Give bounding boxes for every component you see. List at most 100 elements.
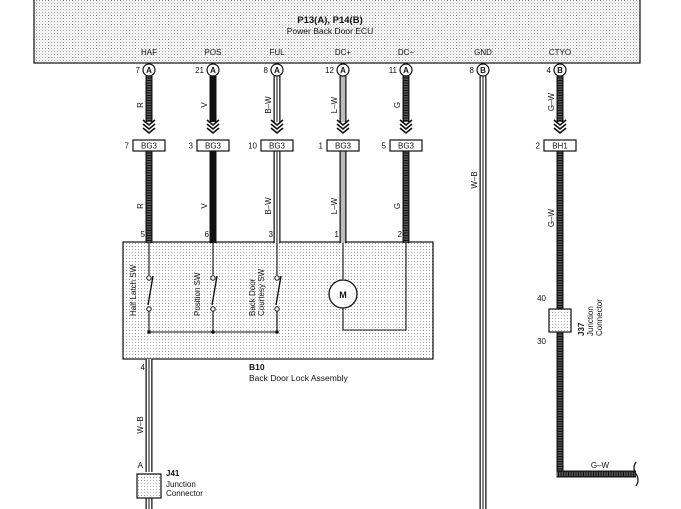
ctyo-connector-pin: 2 xyxy=(536,142,541,151)
wire-color-top-2: V xyxy=(200,102,209,108)
assembly-pin-2: 6 xyxy=(205,230,210,239)
assembly-pin-5: 2 xyxy=(398,230,403,239)
svg-text:Half Latch SW: Half Latch SW xyxy=(129,264,138,316)
assembly-out-pin: 4 xyxy=(141,363,146,372)
assembly-pin-3: 3 xyxy=(269,230,274,239)
ctyo-connector xyxy=(543,139,577,152)
wire-chevrons-4 xyxy=(336,119,350,135)
j41-box xyxy=(136,473,162,499)
ecu-pin-circle-5 xyxy=(399,63,413,77)
connector-1 xyxy=(132,139,166,152)
ecu-pin-num-6: 8 xyxy=(470,66,475,75)
assembly-name: Back Door Lock Assembly xyxy=(249,373,348,383)
wire-color-top-5: G xyxy=(393,102,402,108)
back-door-lock-assembly-box xyxy=(122,241,434,360)
motor-lead-bottom xyxy=(342,243,407,331)
ctyo-color-mid: G–W xyxy=(547,208,556,227)
ecu-pin-num-2: 21 xyxy=(195,66,204,75)
switch-blade-2 xyxy=(211,275,218,306)
connector-4 xyxy=(326,139,360,152)
connector-5 xyxy=(389,139,423,152)
ecu-pin-name-5: DC− xyxy=(398,48,415,57)
connector-2-pin: 3 xyxy=(189,142,194,151)
switch-blade-3 xyxy=(275,275,282,306)
ecu-pin-circle-4 xyxy=(336,63,350,77)
j37-code: J37 xyxy=(577,322,586,336)
ecu-pin-num-1: 7 xyxy=(136,66,141,75)
connector-2-label: BG3 xyxy=(205,142,222,151)
ecu-pin-circle-4-letter: A xyxy=(340,66,346,75)
switch-contact-bottom-1 xyxy=(146,306,152,312)
svg-text:Connector: Connector xyxy=(595,299,604,336)
connector-3 xyxy=(260,139,294,152)
wire-chevrons-2 xyxy=(206,119,220,135)
ecu-pin-circle-2 xyxy=(206,63,220,77)
connector-5-pin: 5 xyxy=(382,142,387,151)
assembly-code: B10 xyxy=(249,362,265,372)
ecu-box xyxy=(33,0,641,64)
ctyo-connector-label: BH1 xyxy=(552,142,568,151)
svg-text:Connector: Connector xyxy=(166,489,203,498)
connector-3-pin: 10 xyxy=(248,142,257,151)
j41-pin: A xyxy=(138,461,144,470)
assembly-pin-4: 1 xyxy=(335,230,340,239)
wire-color-bottom-5: G xyxy=(393,203,402,209)
ecu-pin-circle-6-letter: B xyxy=(480,66,486,75)
svg-text:Position SW: Position SW xyxy=(193,272,202,316)
ecu-pin-num-7: 4 xyxy=(547,66,552,75)
switch-contact-bottom-2 xyxy=(210,306,216,312)
ecu-pin-circle-6 xyxy=(476,63,490,77)
switch-contact-top-2 xyxy=(210,275,216,281)
wire-color-top-1: R xyxy=(136,102,145,108)
assembly-pin-1: 5 xyxy=(141,230,146,239)
svg-text:Back Door: Back Door xyxy=(248,278,257,316)
ctyo-chevrons xyxy=(553,119,567,135)
ecu-pin-circle-1-letter: A xyxy=(146,66,152,75)
switch-junction-dot-3 xyxy=(275,330,279,334)
svg-text:Courtesy SW: Courtesy SW xyxy=(257,268,266,316)
ecu-pin-name-3: FUL xyxy=(269,48,285,57)
wire-color-bottom-1: R xyxy=(136,203,145,209)
wire-chevrons-1 xyxy=(142,119,156,135)
wire-chevrons-3 xyxy=(270,119,284,135)
switch-contact-top-3 xyxy=(274,275,280,281)
ecu-name: Power Back Door ECU xyxy=(287,26,373,36)
wire-color-top-3: B–W xyxy=(264,96,273,114)
ecu-pin-num-3: 8 xyxy=(264,66,269,75)
motor-letter: M xyxy=(339,290,347,300)
ctyo-color-top: G–W xyxy=(547,92,556,111)
j41-code: J41 xyxy=(166,469,180,478)
ecu-pin-name-2: POS xyxy=(205,48,222,57)
switch-junction-dot-1 xyxy=(147,330,151,334)
switch-label-2: Position SW xyxy=(193,272,202,316)
assembly-out-wire-color: W–B xyxy=(136,416,145,433)
ecu-pin-circle-3 xyxy=(270,63,284,77)
ecu-pin-circle-7 xyxy=(553,63,567,77)
wire-chevrons-5 xyxy=(399,119,413,135)
gnd-wire-color: W–B xyxy=(470,171,479,188)
wire-color-bottom-4: L–W xyxy=(330,197,339,214)
connector-5-label: BG3 xyxy=(398,142,415,151)
j37-pin-bottom: 30 xyxy=(537,337,546,346)
ecu-pin-name-1: HAF xyxy=(141,48,157,57)
connector-2 xyxy=(196,139,230,152)
j37-pin-top: 40 xyxy=(537,294,546,303)
connector-1-label: BG3 xyxy=(141,142,158,151)
switch-junction-dot-2 xyxy=(211,330,215,334)
svg-text:Junction: Junction xyxy=(586,306,595,336)
wire-color-bottom-2: V xyxy=(200,203,209,209)
ctyo-color-bottom: G–W xyxy=(591,461,610,470)
connector-4-label: BG3 xyxy=(335,142,352,151)
break-mark xyxy=(633,461,639,487)
switch-contact-top-1 xyxy=(146,275,152,281)
switch-blade-1 xyxy=(147,275,154,306)
ecu-pin-name-7: CTYO xyxy=(549,48,571,57)
ecu-pin-circle-2-letter: A xyxy=(210,66,216,75)
ecu-pin-circle-1 xyxy=(142,63,156,77)
connector-1-pin: 7 xyxy=(125,142,130,151)
connector-3-label: BG3 xyxy=(269,142,286,151)
